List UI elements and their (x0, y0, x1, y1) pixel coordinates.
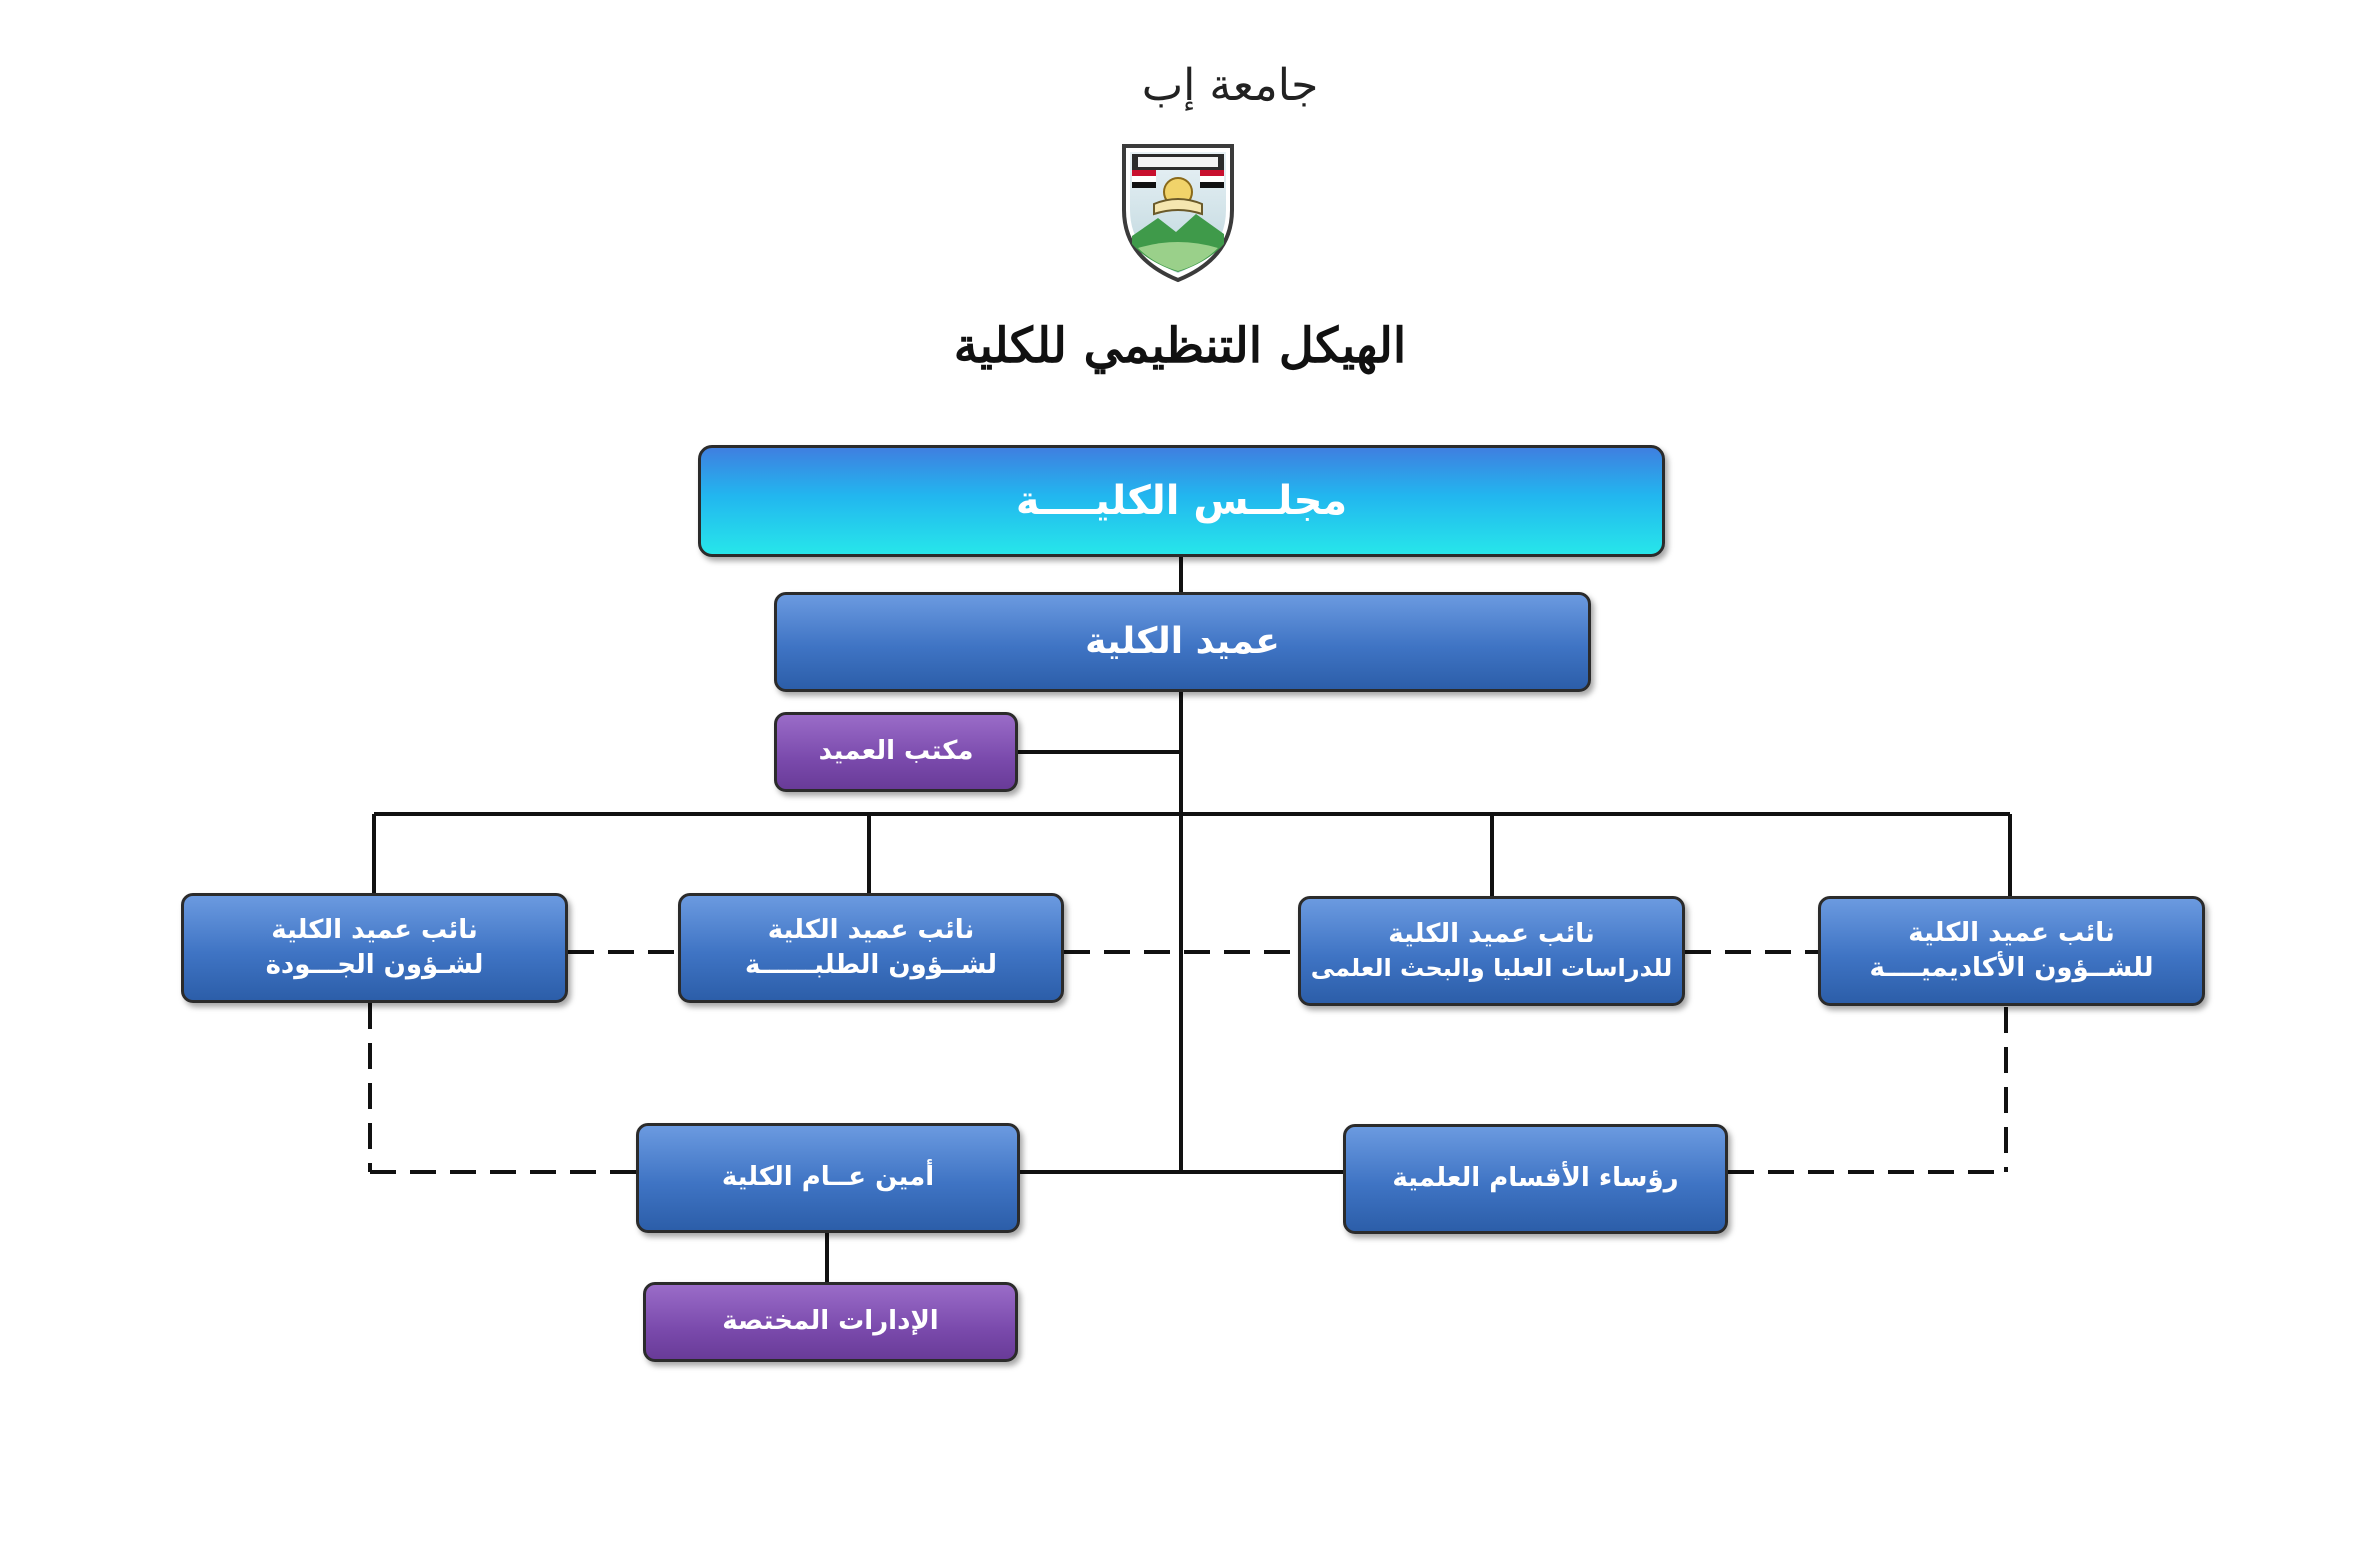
council-label: مجلــس الكليــــة (1015, 478, 1348, 524)
university-crest-icon (1122, 144, 1234, 283)
dean-office-box: مكتب العميد (774, 712, 1018, 792)
vice-dean-graduate-line2: للدراسات العليا والبحث العلمى (1310, 954, 1673, 983)
dean-box: عميد الكلية (774, 592, 1591, 692)
department-heads-box: رؤساء الأقسام العلمية (1343, 1124, 1728, 1234)
vice-dean-academic-line2: للشــؤون الأكاديميــــة (1869, 953, 2154, 983)
page-title: الهيكل التنظيمي للكلية (953, 318, 1407, 374)
university-logo (1118, 140, 1238, 285)
council-box: مجلــس الكليــــة (698, 445, 1665, 557)
vice-dean-graduate-box: نائب عميد الكلية للدراسات العليا والبحث … (1298, 896, 1685, 1006)
vice-dean-academic-line1: نائب عميد الكلية (1908, 917, 2115, 948)
departments-admin-label: الإدارات المختصة (722, 1306, 939, 1337)
vice-dean-graduate-line1: نائب عميد الكلية (1388, 919, 1595, 950)
secretary-general-box: أمين عــام الكلية (636, 1123, 1020, 1233)
dean-office-label: مكتب العميد (818, 736, 974, 767)
vice-dean-academic-box: نائب عميد الكلية للشــؤون الأكاديميــــة (1818, 896, 2205, 1006)
vice-dean-students-line2: لشــؤون الطلبــــــة (745, 950, 998, 980)
vice-dean-students-line1: نائب عميد الكلية (767, 914, 975, 945)
departments-admin-box: الإدارات المختصة (643, 1282, 1018, 1362)
department-heads-label: رؤساء الأقسام العلمية (1392, 1163, 1679, 1194)
university-name: جامعة إب (1141, 60, 1319, 111)
vice-dean-students-box: نائب عميد الكلية لشــؤون الطلبــــــة (678, 893, 1064, 1003)
vice-dean-quality-box: نائب عميد الكلية لشـؤون الجـــودة (181, 893, 568, 1003)
secretary-general-label: أمين عــام الكلية (721, 1162, 935, 1193)
vice-dean-quality-line1: نائب عميد الكلية (271, 914, 478, 945)
dean-label: عميد الكلية (1085, 620, 1280, 662)
vice-dean-quality-line2: لشـؤون الجـــودة (265, 950, 484, 980)
